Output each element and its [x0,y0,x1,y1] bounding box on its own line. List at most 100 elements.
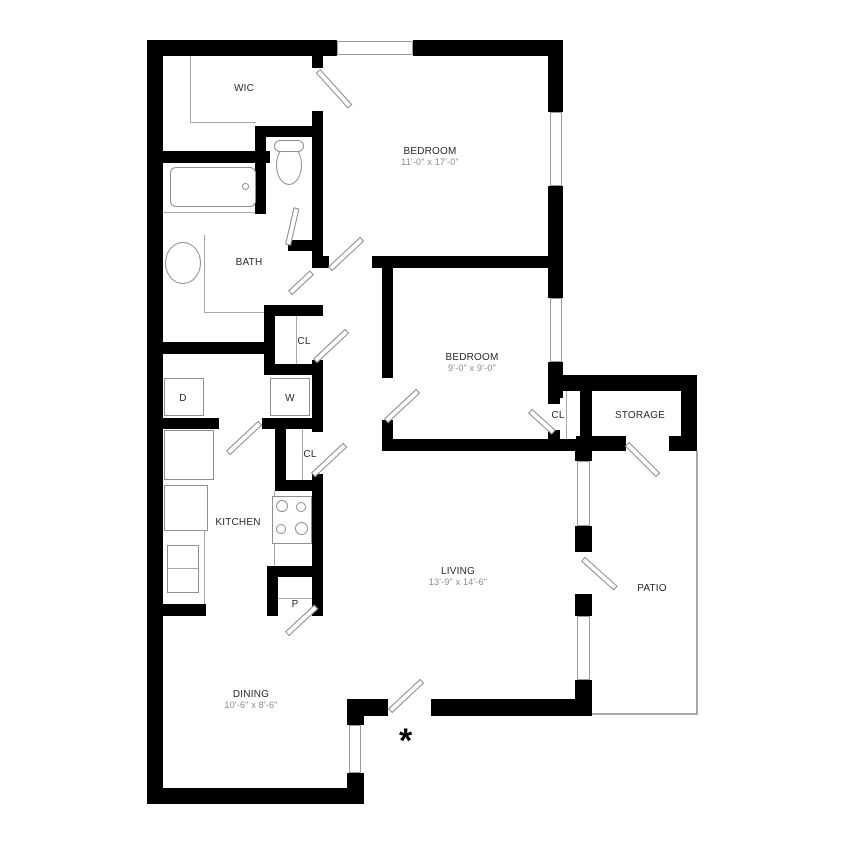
bedroom-1-dimensions: 11'-0" x 17'-0" [401,157,459,167]
wall-laundry-kitchen-sep-right [262,418,323,429]
wall-storage-top [548,375,697,391]
door-pantry[interactable] [284,604,319,637]
cl2-shelf [566,391,567,439]
wall-laundry-kitchen-sep-left [163,418,219,429]
wall-toilet-top [255,126,322,137]
room-label-dining: DINING 10'-6" x 8'-6" [224,689,278,710]
entry-marker-icon: * [399,722,413,760]
bedroom-2-dimensions: 9'-0" x 9'-0" [448,363,496,373]
burner-1 [276,500,288,512]
door-wic[interactable] [315,68,353,109]
wall-dining-east-bottom [347,773,364,804]
door-cl1[interactable] [312,328,350,364]
cl1-shelf [296,316,297,364]
dryer [164,378,204,416]
burner-4 [295,522,308,535]
wall-bath-east [312,111,323,266]
wall-laundry-east [312,360,323,432]
window-north [337,41,413,55]
window-east-bed2 [550,298,562,362]
wall-wic-door-stub [312,56,323,68]
patio-east-line [696,451,698,715]
wall-storage-west [580,375,592,455]
door-laundry[interactable] [225,420,263,456]
wall-toilet-door-stub [288,240,314,251]
burner-3 [276,524,286,534]
kitchen-sink [167,545,199,593]
wall-south-living [431,699,592,716]
kitchen-counter-line [204,485,205,604]
wall-north-right [413,40,563,56]
room-label-pantry: P [291,599,299,610]
door-bath[interactable] [287,270,314,296]
bath-sink [165,242,201,284]
room-label-storage: STORAGE [614,410,666,421]
wall-pantry-top [267,566,323,577]
room-label-dryer: D [179,393,187,404]
tub-drain-icon [242,183,249,190]
door-entry[interactable] [387,678,425,714]
room-label-bedroom-2: BEDROOM 9'-0" x 9'-0" [445,352,499,373]
wall-toilet-west [255,126,266,214]
door-storage[interactable] [624,441,661,478]
wall-bed2-top [372,256,552,268]
room-label-bedroom-1: BEDROOM 11'-0" x 17'-0" [401,146,459,167]
bathtub [170,167,256,207]
wic-shelf-h [190,122,256,123]
wall-storage-east-stub [669,436,697,451]
wall-cl1-top [264,305,323,316]
wall-bath-east-stub [312,256,329,268]
room-label-washer: W [285,393,295,404]
dining-dimensions: 10'-6" x 8'-6" [224,700,278,710]
wall-entry-left [347,699,388,716]
bath-tub-line [163,212,255,213]
wall-kitchen-east [312,474,323,616]
wall-pantry-west [267,566,278,616]
room-label-patio: PATIO [637,583,667,594]
wall-bed2-west-stub [382,420,393,450]
room-label-living: LIVING 13'-9" x 14'-6" [428,566,488,587]
wic-shelf-v [190,56,191,123]
bath-vanity-line-h [204,312,264,313]
wall-cl2-top [548,362,560,404]
wall-cl3-west [275,418,286,490]
wall-living-east-bottom [575,680,592,716]
room-label-kitchen: KITCHEN [215,517,261,528]
wall-storage-east [681,375,697,451]
door-patio[interactable] [580,556,618,591]
living-dimensions: 13'-9" x 14'-6" [428,577,488,587]
window-living-east-lower [577,616,590,680]
refrigerator [164,430,214,480]
wall-kitchen-dining-stub [163,604,206,616]
toilet-tank [274,140,304,152]
door-bedroom1[interactable] [327,236,365,272]
room-label-wic: WIC [233,83,255,94]
patio-south-line [592,713,698,715]
sink-divider [168,568,198,569]
wall-cl1-west [264,305,275,375]
wall-cl1-bottom [264,364,323,375]
wall-south-dining [147,788,364,804]
wall-bath-laundry-sep [163,342,275,354]
wall-living-east-mid2 [575,594,592,616]
door-bedroom2[interactable] [383,388,421,424]
burner-2 [296,502,306,512]
kitchen-counter [164,485,208,531]
wall-west [147,40,163,804]
wall-bed2-west [382,256,393,378]
room-label-cl-2: CL [551,410,565,421]
bath-vanity-line-v [204,235,205,313]
room-label-cl-1: CL [297,336,311,347]
wall-cl3-bottom [275,480,323,491]
window-dining [349,725,361,773]
wall-east-bed1-bottom [548,186,563,298]
pantry-shelf [278,598,312,599]
wall-north-left [147,40,337,56]
room-label-cl-3: CL [303,449,317,460]
washer [270,378,310,416]
wall-bed2-south [382,439,576,451]
wall-east-bed1-top [548,40,563,112]
window-living-east-upper [577,461,590,526]
wall-wic-bath-sep [163,151,270,163]
